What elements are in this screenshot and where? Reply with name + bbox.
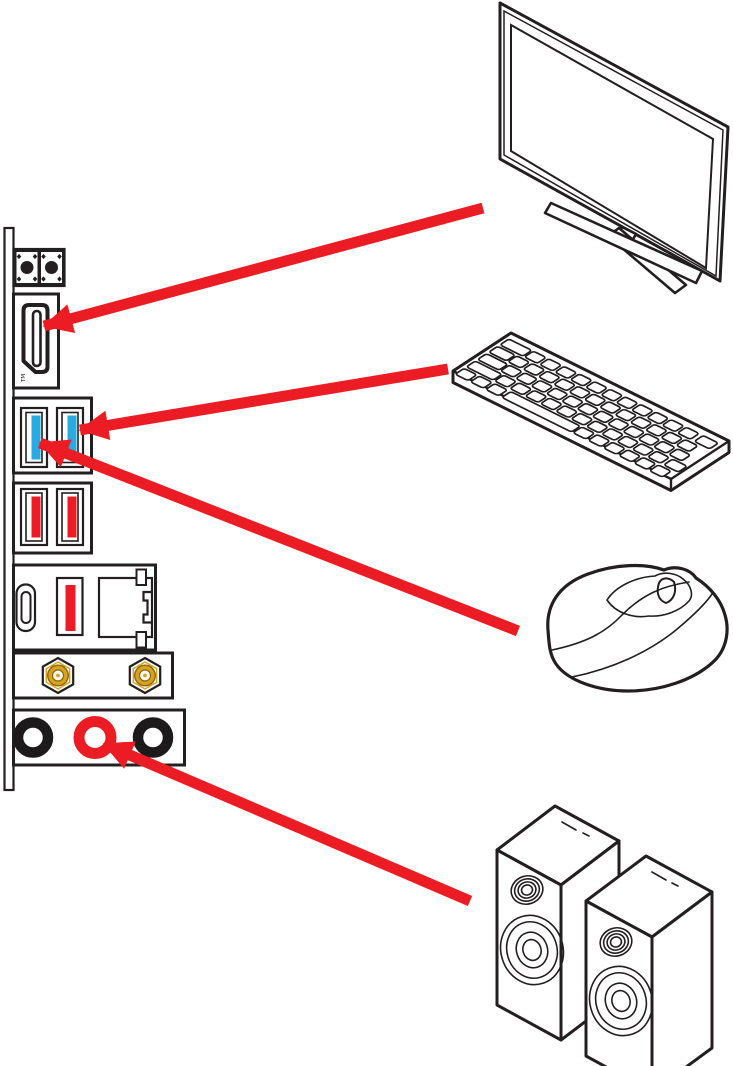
arrow-keyboard-to-usb <box>78 363 449 441</box>
keyboard <box>453 333 729 491</box>
mouse <box>546 563 729 693</box>
speaker-right-vents <box>651 871 679 887</box>
connection-arrows <box>37 202 521 907</box>
usbc-usb-lan-block <box>12 563 157 652</box>
button-right-cap <box>45 261 58 274</box>
arrow-mouse-to-usb <box>37 437 521 637</box>
mouse-seam-upper <box>551 581 690 651</box>
arrow-speakers-to-audio <box>101 738 473 907</box>
usb-red-tongues <box>31 496 77 538</box>
wifi-antenna-connectors <box>12 651 174 700</box>
usb-red-right-opening <box>61 492 79 542</box>
usb-red-single-tongue <box>65 585 76 631</box>
speakers <box>495 804 714 1066</box>
mouse-scroll-wheel <box>656 577 677 605</box>
speaker-left-woofer <box>499 914 565 986</box>
hdmi-trademark: TM <box>21 374 27 383</box>
antenna-connector-right <box>128 656 162 695</box>
audio-jack-left <box>12 717 54 758</box>
audio-jacks <box>12 708 186 767</box>
audio-jack-right <box>132 717 174 758</box>
monitor-bezel <box>503 9 724 278</box>
hdmi-slot <box>31 309 42 368</box>
usb-red-left-opening <box>25 492 43 542</box>
lan-jack-body <box>97 576 154 639</box>
usb-red-ports <box>12 481 93 555</box>
lan-clip-notch <box>142 590 152 624</box>
antenna-connector-left <box>41 656 75 695</box>
usb-blue-ports <box>12 396 93 475</box>
rear-buttons <box>12 247 66 288</box>
antenna-hex-inner <box>45 661 71 690</box>
speaker-left <box>495 804 621 1042</box>
antenna-pin <box>143 673 147 678</box>
speaker-left-tweeter <box>510 874 544 906</box>
mouse-body <box>546 563 729 693</box>
usb-blue-left-opening <box>25 411 43 464</box>
monitor-screen <box>510 23 715 270</box>
monitor-stand-leg-front <box>543 201 704 285</box>
mouse-seam-lower <box>571 593 713 678</box>
spacebar-key <box>502 392 581 432</box>
antenna-pin <box>56 673 60 678</box>
monitor-frame <box>498 1 730 283</box>
lan-led-top <box>135 568 147 586</box>
keyboard-keys <box>455 339 721 480</box>
lan-led-bottom <box>135 631 147 649</box>
usb-c-slot <box>20 591 32 624</box>
speaker-left-vents <box>561 821 590 837</box>
arrow-monitor-to-hdmi <box>42 202 485 334</box>
speaker-right-tweeter <box>599 926 633 958</box>
speaker-right-woofer <box>588 965 654 1037</box>
lan-port <box>97 568 154 649</box>
hdmi-port: TM <box>12 292 60 390</box>
button-left-cap <box>20 261 34 274</box>
usb-blue-tongues <box>31 415 77 460</box>
monitor <box>498 1 730 295</box>
antenna-hex-inner <box>132 661 158 690</box>
speaker-right <box>584 854 714 1066</box>
hdmi-connector-outline <box>21 303 50 374</box>
mouse-button-scoop <box>606 572 693 618</box>
